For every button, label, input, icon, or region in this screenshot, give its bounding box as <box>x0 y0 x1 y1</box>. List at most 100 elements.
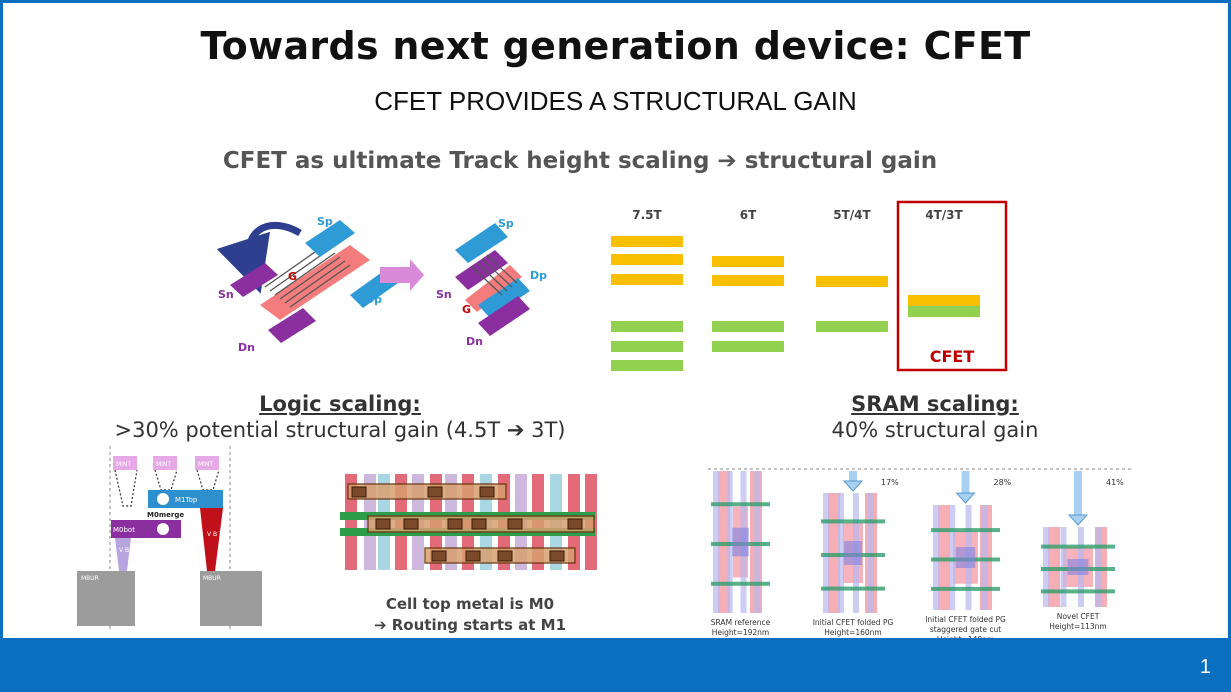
mint-2 <box>153 456 177 470</box>
sram-wl-2-2 <box>931 586 1000 591</box>
vbs-label: V B S <box>119 547 135 554</box>
slide-title: Towards next generation device: CFET <box>200 24 1031 68</box>
sram-arrow-shaft-2 <box>961 471 970 493</box>
track-bar-0-3 <box>611 321 683 332</box>
track-bar-0-1 <box>611 254 683 265</box>
m0merge-label: M0merge <box>147 511 184 519</box>
sram-cell-label-0-0: SRAM reference <box>711 618 771 627</box>
vbs-via <box>115 538 131 571</box>
sram-arrow-shaft-3 <box>1074 471 1082 515</box>
sram-cell-label-1-0: Initial CFET folded PG <box>813 618 894 627</box>
track-bar-1-2 <box>712 321 784 332</box>
sram-contact-2 <box>955 547 976 568</box>
track-column-label-3: 4T/3T <box>925 208 963 222</box>
transform-arrow-icon <box>380 259 424 291</box>
sram-wl-1-0 <box>821 519 885 524</box>
track-bar-2-1 <box>816 321 888 332</box>
sram-arrow-shaft-1 <box>849 471 857 481</box>
mbur-left <box>77 571 135 626</box>
track-bar-1-1 <box>712 275 784 286</box>
track-bar-2-0 <box>816 276 888 287</box>
sram-cell-label-3-0: Novel CFET <box>1057 612 1100 621</box>
page-number: 1 <box>1199 656 1211 678</box>
sram-contact-1 <box>844 541 862 565</box>
layout-contact-4 <box>403 518 419 530</box>
track-column-label-1: 6T <box>740 208 757 222</box>
sram-arrow-head-2 <box>955 492 976 504</box>
label-sn: Sn <box>218 288 234 301</box>
track-column-label-0: 7.5T <box>632 208 662 222</box>
cfet-dn <box>478 296 530 336</box>
track-bar-0-2 <box>611 274 683 285</box>
layout-contact-9 <box>431 550 447 562</box>
sram-cell-label-3-1: Height=113nm <box>1049 622 1106 631</box>
layout-contact-5 <box>447 518 463 530</box>
sram-wl-2-0 <box>931 528 1000 533</box>
m0bot-via <box>157 523 169 535</box>
cfet-highlight-label: CFET <box>930 347 975 366</box>
layout-contact-1 <box>427 486 443 498</box>
layout-contact-10 <box>465 550 481 562</box>
sram-cell-label-2-0: Initial CFET folded PG <box>925 615 1006 624</box>
slide-tagline: CFET as ultimate Track height scaling ➔ … <box>222 148 938 174</box>
sram-wl-3-2 <box>1041 589 1115 594</box>
sp-block <box>305 220 355 257</box>
sram-wl-1-2 <box>821 586 885 591</box>
sram-arrow-head-3 <box>1067 514 1089 526</box>
layout-contact-0 <box>351 486 367 498</box>
cfet-highlight-box <box>896 200 1008 372</box>
mint-label-2: MINT <box>156 461 171 468</box>
logic-layout-diagram <box>340 474 597 570</box>
label-g: G <box>288 270 297 283</box>
track-bar-1-3 <box>712 341 784 352</box>
track-bar-0-4 <box>611 341 683 352</box>
track-column-label-2: 5T/4T <box>833 208 871 222</box>
track-bar-1-0 <box>712 256 784 267</box>
cfet-sn <box>455 250 508 290</box>
slide-subtitle: CFET PROVIDES A STRUCTURAL GAIN <box>374 86 857 116</box>
mint-label-1: MINT <box>116 461 131 468</box>
track-bar-3-0 <box>908 295 980 306</box>
sram-pct-2: 28% <box>994 478 1012 487</box>
cfet-dp <box>478 278 530 318</box>
cfet-label-g: G <box>462 303 471 316</box>
sram-cell-label-1-1: Height=160nm <box>824 628 881 637</box>
logic-heading-block: Logic scaling: >30% potential structural… <box>60 392 620 442</box>
sram-contact-3 <box>1067 559 1089 575</box>
label-dn: Dn <box>238 341 255 354</box>
m1top-label: M1Top <box>175 496 198 504</box>
sram-cell-label-0-1: Height=192nm <box>712 628 769 637</box>
vbt-via <box>200 508 223 571</box>
track-height-chart: 7.5T 6T 5T/4T 4T/3T CFET <box>611 200 1008 372</box>
sram-heading-block: SRAM scaling: 40% structural gain <box>735 392 1135 442</box>
layout-contact-3 <box>375 518 391 530</box>
device-diagram: Sp Dp Sn Dn G Sp Dp Sn G Dn <box>216 215 547 354</box>
logic-heading: Logic scaling: <box>259 392 421 416</box>
layout-contact-7 <box>507 518 523 530</box>
mbur-label-left: MBUR <box>81 575 99 582</box>
logic-gain: >30% potential structural gain (4.5T ➔ 3… <box>114 418 566 442</box>
sram-wl-3-0 <box>1041 544 1115 549</box>
track-bar-0-5 <box>611 360 683 371</box>
layout-m0-top <box>347 483 507 500</box>
sram-pct-1: 17% <box>881 478 899 487</box>
cfet-sp <box>455 223 508 263</box>
sram-pct-3: 41% <box>1106 478 1124 487</box>
sram-cell-label-2-2: Height=140nm <box>937 635 994 638</box>
track-bar-0-0 <box>611 236 683 247</box>
footer-bar: 1 <box>0 638 1231 692</box>
vbt-label: V B T <box>207 531 223 538</box>
mint-1 <box>113 456 137 470</box>
layout-contact-2 <box>479 486 495 498</box>
sram-wl-0-0 <box>711 502 770 507</box>
mint-3 <box>195 456 219 470</box>
rotate-arrow-icon <box>216 221 302 294</box>
label-sp: Sp <box>317 215 333 228</box>
sram-contact-0 <box>732 527 749 557</box>
layout-contact-6 <box>471 518 487 530</box>
cfet-label-dn: Dn <box>466 335 483 348</box>
layout-contact-11 <box>497 550 513 562</box>
m0bot-label: M0bot <box>113 526 135 534</box>
sram-cell-label-2-1: staggered gate cut <box>930 625 1001 634</box>
